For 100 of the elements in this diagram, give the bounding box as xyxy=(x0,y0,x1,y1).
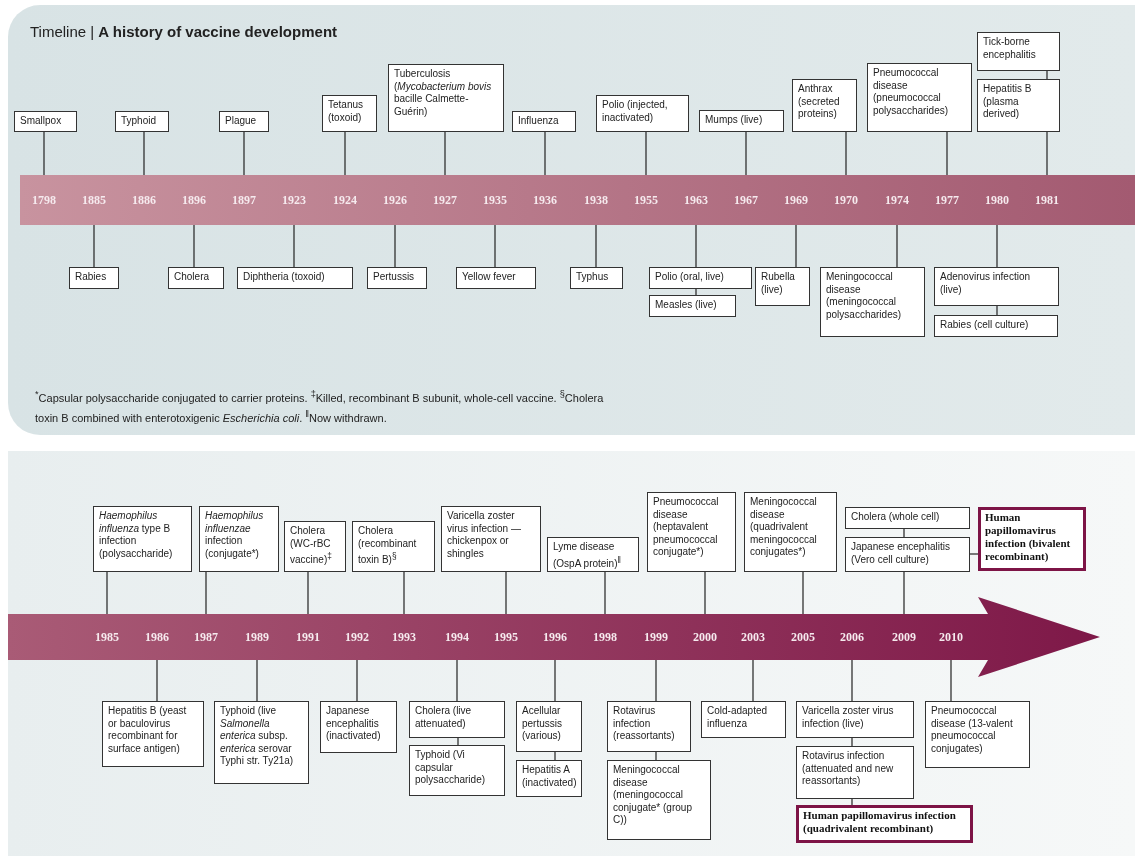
connector-line xyxy=(655,659,657,702)
event-box: Pneumococcal disease (13-valent pneumococcal conjugates) xyxy=(925,701,1030,768)
year-label: 1998 xyxy=(583,614,627,660)
event-box: Hepatitis B (plasma derived) xyxy=(977,79,1060,132)
event-box: Meningococcal disease (quadrivalent meningococcal conjugates*) xyxy=(744,492,837,572)
connector-line xyxy=(795,224,797,268)
year-label: 2005 xyxy=(781,614,825,660)
event-box: Rabies (cell culture) xyxy=(934,315,1058,337)
event-box: Cholera (WC-rBC vaccine)$^{‡}$ xyxy=(284,521,346,572)
connector-line xyxy=(1046,70,1048,80)
connector-line xyxy=(544,131,546,176)
event-box: Yellow fever xyxy=(456,267,536,289)
event-box: Rotavirus infection (attenuated and new reassortants) xyxy=(796,746,914,799)
event-box: Haemophilus influenza type B infection (polysaccharide) xyxy=(93,506,192,572)
connector-line xyxy=(394,224,396,268)
connector-line xyxy=(604,571,606,615)
event-box: Mumps (live) xyxy=(699,110,784,132)
connector-line xyxy=(293,224,295,268)
connector-line xyxy=(896,224,898,268)
connector-line xyxy=(205,571,207,615)
event-box: Hepatitis B (yeast or baculovirus recombinant for surface antigen) xyxy=(102,701,204,767)
year-label: 1986 xyxy=(135,614,179,660)
year-label: 1993 xyxy=(382,614,426,660)
event-box: Cold-adapted influenza xyxy=(701,701,786,738)
connector-line xyxy=(752,659,754,702)
connector-line xyxy=(156,659,158,702)
event-box: Polio (injected, inactivated) xyxy=(596,95,689,132)
event-box: Cholera xyxy=(168,267,224,289)
event-box: Meningococcal disease (meningococcal conjugate* (group C)) xyxy=(607,760,711,840)
year-label: 2003 xyxy=(731,614,775,660)
event-box: Cholera (live attenuated) xyxy=(409,701,505,738)
connector-line xyxy=(307,571,309,615)
year-label: 1989 xyxy=(235,614,279,660)
connector-line xyxy=(243,131,245,176)
event-box: Typhoid (Vi capsular polysaccharide) xyxy=(409,745,505,796)
year-label: 1991 xyxy=(286,614,330,660)
connector-line xyxy=(695,224,697,268)
event-box: Rotavirus infection (reassortants) xyxy=(607,701,691,752)
connector-line xyxy=(996,305,998,316)
connector-line xyxy=(704,571,706,615)
highlighted-event-box: Human papillomavirus infection (quadrivalent recombinant) xyxy=(796,805,973,843)
connector-line xyxy=(554,751,556,761)
event-box: Polio (oral, live) xyxy=(649,267,752,289)
year-label: 1897 xyxy=(222,175,266,225)
connector-line xyxy=(903,571,905,615)
event-box: Rubella (live) xyxy=(755,267,810,306)
connector-line xyxy=(444,131,446,176)
year-label: 1974 xyxy=(875,175,919,225)
year-label: 1938 xyxy=(574,175,618,225)
year-label: 1981 xyxy=(1025,175,1069,225)
connector-line xyxy=(403,571,405,615)
year-label: 2000 xyxy=(683,614,727,660)
event-box: Anthrax (secreted proteins) xyxy=(792,79,857,132)
year-label: 1977 xyxy=(925,175,969,225)
year-label: 1994 xyxy=(435,614,479,660)
connector-line xyxy=(143,131,145,176)
year-label: 1896 xyxy=(172,175,216,225)
event-box: Influenza xyxy=(512,111,576,132)
connector-line xyxy=(655,751,657,761)
connector-line xyxy=(457,737,459,746)
year-label: 2010 xyxy=(929,614,973,660)
year-label: 1886 xyxy=(122,175,166,225)
connector-line xyxy=(802,571,804,615)
year-label: 1980 xyxy=(975,175,1019,225)
connector-line xyxy=(494,224,496,268)
connector-line xyxy=(645,131,647,176)
event-box: Cholera (recombinant toxin B)$^{§}$ xyxy=(352,521,435,572)
event-box: Hepatitis A (inactivated) xyxy=(516,760,582,797)
year-label: 1987 xyxy=(184,614,228,660)
year-label: 1969 xyxy=(774,175,818,225)
year-label: 1798 xyxy=(22,175,66,225)
connector-line xyxy=(93,224,95,268)
year-label: 1992 xyxy=(335,614,379,660)
timeline-bar xyxy=(20,175,1135,225)
connector-line xyxy=(344,131,346,176)
event-box: Tick-borne encephalitis xyxy=(977,32,1060,71)
year-label: 1924 xyxy=(323,175,367,225)
connector-line xyxy=(595,224,597,268)
event-box: Plague xyxy=(219,111,269,132)
title: Timeline | A history of vaccine development xyxy=(30,23,338,40)
year-label: 1963 xyxy=(674,175,718,225)
connector-line xyxy=(106,571,108,615)
timeline-arrow xyxy=(8,597,1100,677)
connector-line xyxy=(745,131,747,176)
connector-line xyxy=(554,659,556,702)
connector-line xyxy=(969,553,979,555)
connector-line xyxy=(851,737,853,747)
year-label: 1936 xyxy=(523,175,567,225)
connector-line xyxy=(845,131,847,176)
event-box: Cholera (whole cell) xyxy=(845,507,970,529)
connector-line xyxy=(1046,131,1048,176)
connector-line xyxy=(851,798,853,806)
year-label: 1996 xyxy=(533,614,577,660)
year-label: 1926 xyxy=(373,175,417,225)
connector-line xyxy=(851,659,853,702)
connector-line xyxy=(996,224,998,268)
connector-line xyxy=(43,131,45,176)
connector-line xyxy=(456,659,458,702)
year-label: 1927 xyxy=(423,175,467,225)
event-box: Typhus xyxy=(570,267,623,289)
